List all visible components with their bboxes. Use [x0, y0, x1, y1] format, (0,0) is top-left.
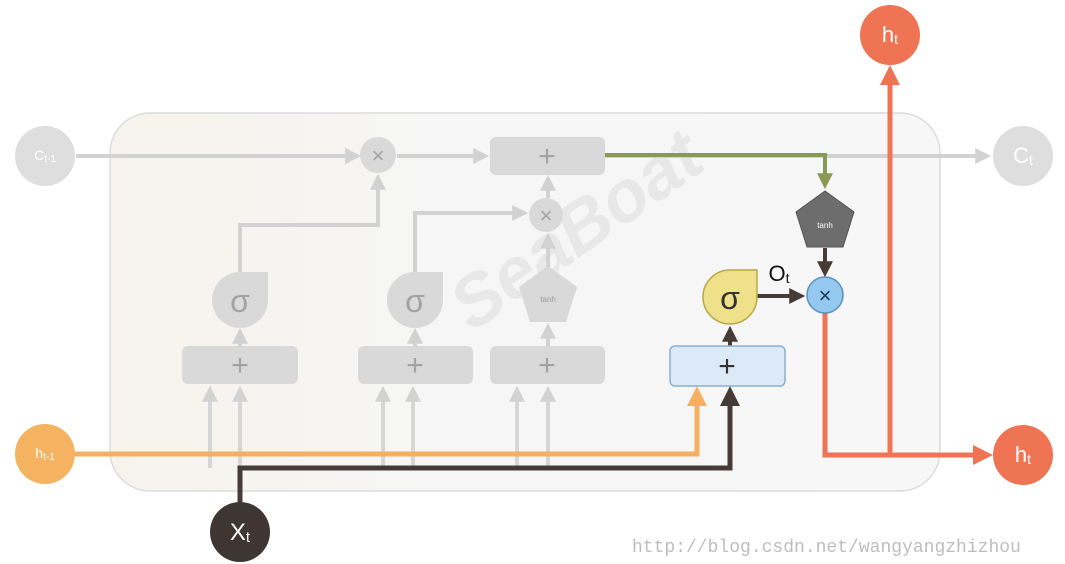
output-add-box — [669, 345, 786, 387]
source-url: http://blog.csdn.net/wangyangzhizhou — [632, 538, 1021, 558]
c-next-node: Ct — [993, 126, 1053, 186]
input-add-box — [358, 346, 473, 384]
forget-multiply-symbol: × — [372, 143, 385, 168]
h-prev-label: ht-1 — [35, 445, 55, 463]
output-multiply-node — [806, 276, 844, 314]
h-out-right-label: ht — [1015, 442, 1031, 467]
candidate-tanh-label: tanh — [540, 295, 556, 304]
forget-sigmoid-symbol: σ — [230, 283, 250, 319]
forget-add-symbol: + — [231, 349, 249, 382]
candidate-add-symbol: + — [538, 349, 556, 382]
h-prev-node: ht-1 — [15, 424, 75, 484]
input-gate-line — [413, 205, 529, 272]
h-out-line — [822, 313, 993, 465]
input-multiply-node — [529, 198, 563, 232]
h-out-right-node: ht — [993, 425, 1053, 485]
output-tanh-node — [795, 190, 855, 248]
output-add-symbol: + — [718, 350, 736, 383]
input-sigmoid-symbol: σ — [405, 283, 425, 319]
cell-add-symbol: + — [538, 140, 556, 173]
x-input-label: Xt — [230, 519, 251, 546]
h-out-top-node: ht — [860, 5, 920, 65]
cell-state-to-tanh-line — [605, 153, 833, 190]
input-multiply-symbol: × — [540, 203, 553, 228]
forget-multiply-node — [360, 137, 396, 173]
output-multiply-symbol: × — [819, 283, 832, 308]
forget-add-box — [182, 346, 298, 384]
c-next-label: Ct — [1013, 143, 1033, 168]
c-prev-node: Ct-1 — [15, 126, 75, 186]
h-out-top-label: ht — [882, 22, 898, 47]
forget-sigmoid-node — [212, 272, 268, 328]
output-gate-label: Ot — [768, 261, 789, 286]
output-tanh-label: tanh — [817, 221, 833, 230]
candidate-add-box — [490, 346, 605, 384]
x-input-node: Xt — [210, 502, 270, 562]
output-sigmoid-node — [702, 269, 758, 325]
cell-add-box — [490, 137, 605, 175]
c-prev-label: Ct-1 — [34, 147, 56, 165]
faded-components: × + × σ σ tanh + + + — [76, 137, 992, 468]
candidate-tanh-node — [519, 266, 577, 322]
input-add-symbol: + — [406, 349, 424, 382]
forget-gate-line — [238, 173, 386, 272]
input-sigmoid-node — [387, 272, 443, 328]
x-input-line — [237, 386, 740, 502]
h-prev-line — [75, 386, 707, 457]
output-sigmoid-symbol: σ — [720, 280, 740, 316]
